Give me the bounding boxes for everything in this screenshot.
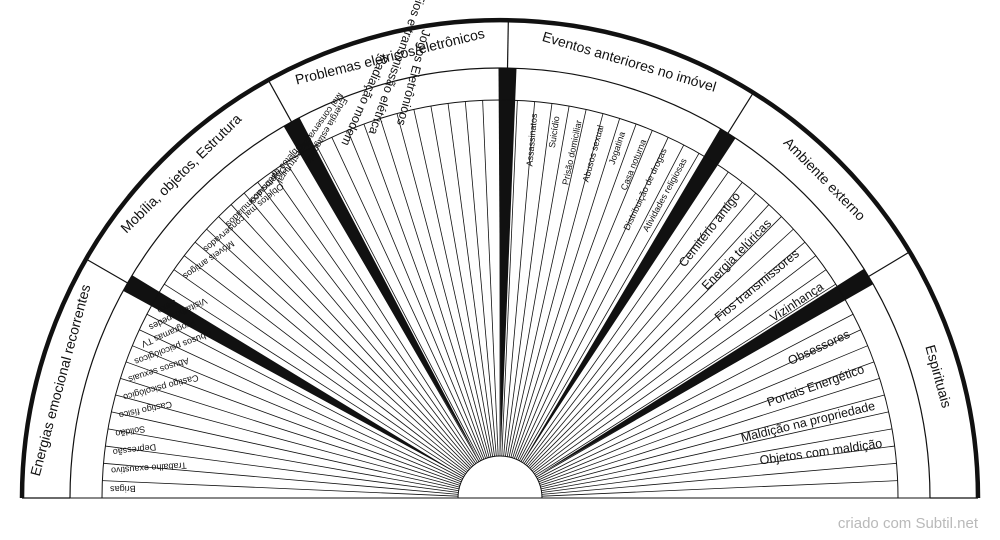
fan-ray (531, 241, 806, 472)
fan-ray (111, 411, 460, 490)
fan-ray (206, 228, 470, 470)
fan-ray (379, 118, 488, 459)
center-hub (457, 455, 543, 499)
fan-ray (540, 394, 885, 488)
fan-ray (218, 216, 471, 469)
fan-ray (347, 130, 485, 460)
fan-ray (363, 123, 487, 459)
fan-ray (540, 411, 889, 490)
fan-ray (243, 192, 474, 467)
fan-ray (331, 137, 483, 461)
item-label: Depressão (112, 442, 156, 457)
chart-wedges (102, 68, 898, 499)
fan-ray (105, 445, 459, 493)
fan-ray (146, 313, 463, 479)
fan-ray (525, 182, 743, 465)
fan-ray (505, 103, 553, 457)
fan-ray (538, 345, 868, 483)
divider-wedge (498, 68, 517, 453)
section-divider (727, 92, 754, 134)
fan-ray (519, 144, 685, 461)
fan-ray (537, 313, 854, 479)
fan-ray (194, 241, 469, 472)
fan-ray (541, 480, 898, 497)
item-label: Portais Energético (765, 362, 866, 409)
fan-ray (529, 216, 782, 469)
fan-ray (520, 153, 700, 462)
fan-ray (513, 123, 637, 459)
fan-ray (503, 101, 536, 457)
fan-ray (285, 162, 478, 463)
fan-ray (230, 204, 472, 468)
divider-wedge (283, 117, 478, 458)
section-divider (506, 20, 509, 69)
fan-ray (120, 377, 461, 486)
item-label: Suicídio (547, 115, 562, 148)
fan-ray (530, 228, 794, 470)
fan-ray (537, 329, 861, 481)
fan-ray (184, 255, 467, 473)
fan-ray (515, 130, 653, 460)
fan-ray (115, 394, 460, 488)
fan-ray (257, 182, 475, 465)
fan-ray (541, 445, 895, 493)
fan-ray (539, 377, 880, 486)
section-divider (267, 79, 293, 123)
fan-ray (102, 480, 459, 497)
item-label: Assassinatos (524, 113, 539, 167)
middle-arc (69, 67, 931, 499)
fan-ray (103, 462, 459, 495)
fan-ray (139, 329, 463, 481)
section-divider (868, 251, 911, 278)
fan-ray (506, 105, 570, 457)
outer-arc (19, 17, 981, 499)
fan-ray (447, 103, 495, 457)
divider-wedge (123, 275, 461, 475)
credit-text: criado com Subtil.net (837, 515, 978, 532)
fan-ray (539, 361, 875, 485)
fan-ray (535, 283, 836, 476)
fan-ray (173, 269, 466, 475)
item-label: Trabalho exaustivo (111, 460, 187, 475)
fan-ray (541, 462, 897, 495)
divider-wedge (539, 268, 874, 475)
fan-ray (413, 109, 492, 458)
fan-ray (534, 269, 827, 475)
chart-outline (19, 17, 981, 499)
fan-ray (510, 113, 604, 458)
fan-ray (526, 192, 757, 467)
item-label: Obsessores (786, 327, 852, 368)
fan-ray (464, 101, 497, 457)
item-label: Brigas (110, 484, 136, 495)
fan-ray (523, 171, 729, 464)
fan-ray (271, 171, 477, 464)
fan-ray (125, 361, 461, 485)
item-label: Objetos com maldição (759, 436, 883, 467)
item-label: Prisão domiciliar (560, 119, 583, 186)
divider-wedge (524, 128, 736, 459)
fan-ray (501, 100, 518, 457)
item-label: Jogatina (607, 130, 627, 165)
fan-ray (508, 109, 587, 458)
fan-ray (315, 144, 481, 461)
fan-ray (482, 100, 499, 457)
fan-ray (396, 113, 490, 458)
fan-ray (517, 137, 669, 461)
section-title: Espirituais (922, 343, 955, 410)
fan-ray (533, 255, 816, 473)
section-divider (85, 258, 128, 284)
fan-ray (107, 428, 459, 492)
fan-arc (101, 99, 899, 499)
fan-ray (430, 105, 494, 457)
fan-ray (132, 345, 462, 483)
fan-ray (541, 428, 893, 492)
fan-ray (512, 118, 621, 459)
section-title: Mobília, objetos, Estrutura (117, 110, 244, 236)
item-label: Maldição na propriedade (739, 399, 876, 445)
fan-ray (164, 283, 465, 476)
fan-ray (528, 204, 770, 468)
item-label: Solidão (115, 424, 146, 439)
